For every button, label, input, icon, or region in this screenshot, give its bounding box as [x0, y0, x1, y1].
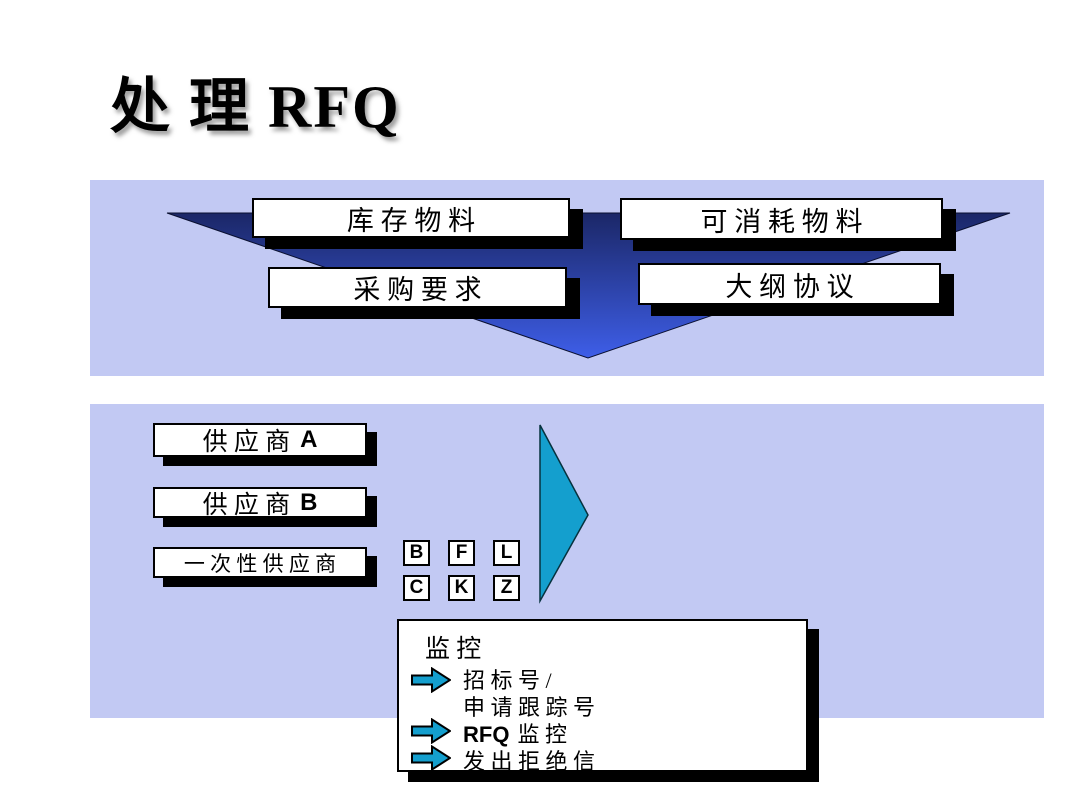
rfq-label: RFQ — [463, 722, 510, 747]
monitor-line-bid-number: 招 标 号 / — [463, 663, 552, 695]
vendor-code-box-b: B — [403, 540, 430, 566]
supplier-label: 供 应 商 — [202, 491, 291, 519]
vendor-code-box-f: F — [448, 540, 475, 566]
vendor-code: F — [455, 542, 468, 563]
vendor-code: K — [454, 577, 469, 598]
supplier-suffix: B — [300, 488, 318, 516]
vendor-code-box-l: L — [493, 540, 520, 566]
monitor-line-rejection-letter: 发 出 拒 绝 信 — [463, 744, 595, 776]
slide-title: 处 理 RFQ — [110, 74, 401, 140]
funnel-box-label: 可 消 耗 物 料 — [700, 206, 863, 237]
funnel-box-label: 采 购 要 求 — [353, 275, 482, 305]
vendor-code-box-k: K — [448, 575, 475, 601]
vendor-code: B — [409, 542, 424, 563]
funnel-box-label: 大 纲 协 议 — [725, 271, 854, 302]
monitor-line-text: 招 标 号 / — [463, 668, 552, 693]
vendor-code-box-c: C — [403, 575, 430, 601]
monitor-line-text: 发 出 拒 绝 信 — [463, 749, 596, 774]
funnel-box-outline-agreement: 大 纲 协 议 — [638, 263, 941, 305]
funnel-box-purchase-requisition: 采 购 要 求 — [268, 267, 567, 308]
monitor-line-text: 监 控 — [517, 722, 567, 747]
bullet-arrow-icon — [411, 745, 451, 771]
vendor-code: C — [409, 577, 424, 598]
bullet-arrow-icon — [411, 718, 451, 744]
vendor-code: L — [500, 542, 513, 563]
vendor-code-box-z: Z — [493, 575, 520, 601]
vendor-code: Z — [500, 577, 513, 598]
supplier-box-b: 供 应 商 B — [153, 487, 367, 519]
monitor-line-rfq-monitoring: RFQ 监 控 — [463, 717, 567, 749]
bullet-arrow-icon — [411, 667, 451, 693]
supplier-box-a: 供 应 商 A — [153, 423, 367, 457]
funnel-box-label: 库 存 物 料 — [346, 205, 476, 236]
monitor-line-text: 申 请 跟 踪 号 — [463, 695, 596, 720]
monitor-panel: 监 控 招 标 号 / 申 请 跟 踪 号 RFQ 监 控 发 出 拒 绝 信 — [397, 619, 808, 774]
funnel-box-consumable-material: 可 消 耗 物 料 — [620, 198, 943, 240]
supplier-label: 供 应 商 — [202, 429, 291, 456]
funnel-box-stock-material: 库 存 物 料 — [252, 198, 570, 238]
supplier-suffix: A — [300, 426, 318, 453]
monitor-line-tracking-number: 申 请 跟 踪 号 — [463, 690, 595, 722]
monitor-title: 监 控 — [425, 636, 482, 663]
supplier-label: 一 次 性 供 应 商 — [183, 551, 337, 576]
supplier-box-one-time: 一 次 性 供 应 商 — [153, 547, 367, 578]
